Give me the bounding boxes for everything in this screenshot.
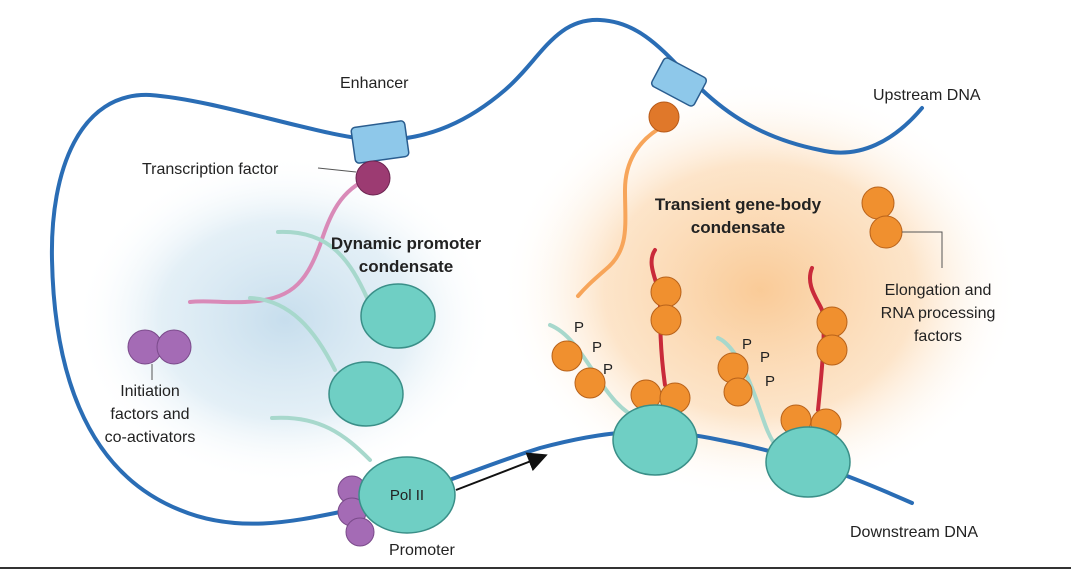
downstream-dna-label: Downstream DNA [850,524,978,541]
promoter-label: Promoter [389,542,455,559]
initiation-factor [156,329,192,365]
pol-ii-complex [328,361,404,427]
phospho-label: P [765,373,775,390]
upstream-factor-tail [576,126,662,298]
promoter-initiation-factor [345,517,375,547]
elongation-label-line2: RNA processing [881,305,996,322]
elongation-factor [816,306,848,338]
transcription-direction-arrow [455,452,548,491]
phospho-label: P [592,339,602,356]
pol-ii-complex [360,283,436,349]
elongating-pol-ii [612,404,698,476]
transcription-factor-leader [317,167,357,173]
enhancer-box [350,120,410,164]
phosphorylated-factor [551,340,583,372]
phosphorylated-factor [574,367,606,399]
pol-ii-at-promoter: Pol II [358,456,456,534]
initiation-label-line1: Initiation [120,383,180,400]
gene-body-condensate-glow [500,80,1020,500]
free-elongation-factor [869,215,903,249]
gene-body-label-line2: condensate [691,218,785,237]
transcription-factor-label: Transcription factor [142,161,279,178]
gene-body-label-line1: Transient gene-body [655,195,822,214]
dynamic-promoter-label-line1: Dynamic promoter [331,234,482,253]
elongation-label-leader [902,231,943,268]
enhancer-label: Enhancer [340,75,409,92]
elongation-label-line1: Elongation and [885,282,992,299]
phospho-label: P [760,349,770,366]
ctd-tail [248,296,337,372]
upstream-enhancer-box [650,57,708,107]
phospho-label: P [742,336,752,353]
elongation-label-line3: factors [914,328,962,345]
ctd-tail [716,336,780,450]
free-elongation-factor [861,186,895,220]
elongation-factor [650,276,682,308]
phospho-label: P [574,319,584,336]
ctd-tail [270,415,372,462]
ctd-tail [276,229,370,302]
elongation-factor [650,304,682,336]
transcription-factor [355,160,391,196]
elongation-factor [816,334,848,366]
initiation-label-line3: co-activators [105,429,196,446]
pol-ii-label: Pol II [390,487,424,504]
phosphorylated-factor [723,377,753,407]
transcription-factor-tail [188,176,372,305]
initiation-label-line2: factors and [110,406,189,423]
phospho-label: P [603,361,613,378]
upstream-transcription-factor [648,101,680,133]
upstream-dna-label: Upstream DNA [873,87,981,104]
elongating-pol-ii [765,426,851,498]
dynamic-promoter-label-line2: condensate [359,257,453,276]
